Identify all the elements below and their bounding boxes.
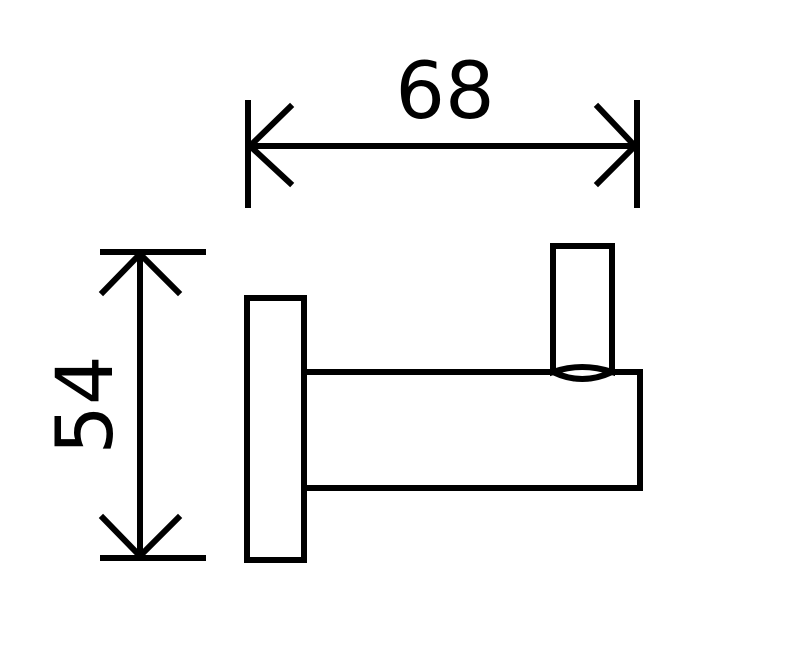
- hook-tip: [550, 243, 615, 377]
- height-arrowhead-top: [98, 249, 183, 297]
- hook-arm: [301, 369, 643, 491]
- height-dimension-label: 54: [41, 355, 131, 454]
- hook-outline: [244, 243, 643, 563]
- width-dimension-label: 68: [395, 47, 494, 137]
- wall-base-plate: [244, 295, 307, 563]
- height-arrowhead-bottom: [98, 513, 183, 561]
- height-dimension: 54: [41, 249, 206, 561]
- width-arrowhead-left: [245, 102, 295, 188]
- width-arrowhead-right: [593, 102, 640, 188]
- width-dimension: 68: [245, 47, 640, 208]
